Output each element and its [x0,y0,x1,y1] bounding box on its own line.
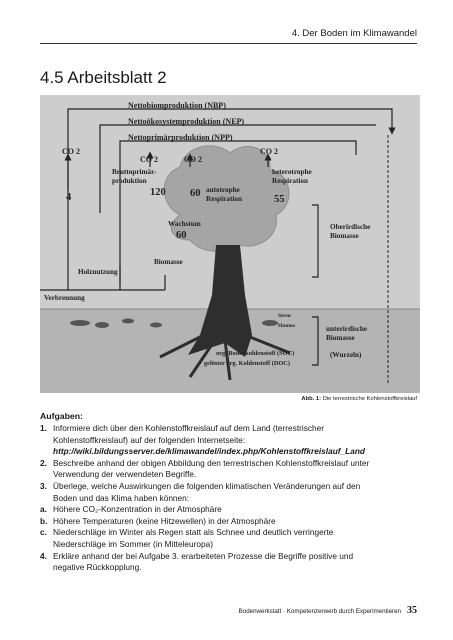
label-hetero-resp: heterotrophe Respiration [272,168,312,185]
carbon-cycle-figure: Nettobiomproduktion (NBP) Nettoökosystem… [40,95,420,393]
value-60b: 60 [176,230,187,241]
task-item: 1. Informiere dich über den Kohlenstoffk… [40,423,380,458]
label-npp: Nettoprimärproduktion (NPP) [128,133,233,142]
value-60a: 60 [190,188,201,199]
task-item: 4. Erkläre anhand der bei Aufgabe 3. era… [40,551,380,574]
tree-crown [163,145,290,252]
figure-caption: Abb. 1: Die terrestrische Kohlenstoffkre… [301,396,417,402]
label-auto-resp: autotrophe Respiration [206,186,242,203]
label-co2-right: CO 2 [260,147,278,156]
header-rule [40,43,417,44]
label-oberirdisch: Oberirdische Biomasse [330,223,371,240]
task-text: Niederschläge im Winter als Regen statt … [53,527,334,549]
task-marker: 1. [40,423,47,433]
task-marker: c. [40,527,47,538]
label-doc: gelöster org. Kohlenstoff (DOC) [204,360,290,367]
page-title: 4.5 Arbeitsblatt 2 [40,68,167,87]
caption-text: Die terrestrische Kohlenstoffkreislauf [322,396,417,402]
caption-label: Abb. 1: [301,396,322,402]
label-brutto: Bruttoprimär- produktion [112,168,157,185]
task-item: a. Höhere CO₂-Konzentration in der Atmos… [40,504,380,516]
page-number: 35 [407,605,417,616]
value-120: 120 [150,187,166,198]
label-soc: org. Bodenkohlenstoff (SOC) [216,350,295,357]
label-co2-left: CO 2 [62,147,80,156]
task-item: c. Niederschläge im Winter als Regen sta… [40,527,380,550]
chapter-title: 4. Der Boden im Klimawandel [291,28,417,39]
task-text: Höhere CO₂-Konzentration in der Atmosphä… [53,504,222,515]
task-text: Höhere Temperaturen (keine Hitzewellen) … [53,515,276,526]
task-marker: a. [40,504,47,515]
label-nep: Nettoökosystemproduktion (NEP) [128,117,245,126]
task-item: 3. Überlege, welche Auswirkungen die fol… [40,481,380,504]
tree-trunk [188,245,252,357]
carbon-cycle-diagram [40,108,420,393]
footer-text: Bodenwerkstatt · Kompetenzerwerb durch E… [238,608,401,615]
task-marker: 4. [40,550,47,561]
task-item: b. Höhere Temperaturen (keine Hitzewelle… [40,516,380,528]
page-header: 4. Der Boden im Klimawandel [40,28,417,44]
task-link[interactable]: http://wiki.bildungsserver.de/klimawande… [53,446,365,457]
page-footer: Bodenwerkstatt · Kompetenzerwerb durch E… [40,605,417,616]
task-text: Erkläre anhand der bei Aufgabe 3. erarbe… [53,550,354,573]
task-text: Beschreibe anhand der obigen Abbildung d… [53,457,370,480]
label-co2-b: CO 2 [184,155,202,164]
label-wachstum: Wachstum [168,220,201,228]
value-55: 55 [274,194,285,205]
task-marker: 3. [40,480,47,491]
label-streu: Streu [278,313,291,319]
label-verbrennung: Verbrennung [44,294,85,302]
task-item: 2. Beschreibe anhand der obigen Abbildun… [40,458,380,481]
label-nbp: Nettobiomproduktion (NBP) [128,101,226,110]
task-text: Überlege, welche Auswirkungen die folgen… [53,480,361,503]
label-unterirdisch: unterirdische Biomasse [326,325,368,342]
label-humus: Humus [278,323,296,329]
label-biomasse: Biomasse [154,258,183,266]
task-marker: b. [40,515,48,526]
label-holznutzung: Holznutzung [78,268,118,276]
label-wurzeln: (Wurzeln) [330,351,362,359]
task-text: Informiere dich über den Kohlenstoffkrei… [53,423,325,445]
tasks-heading: Aufgaben: [40,411,83,421]
task-list: 1. Informiere dich über den Kohlenstoffk… [40,423,380,574]
label-co2-a: CO 2 [140,155,158,164]
value-4: 4 [66,192,72,203]
task-marker: 2. [40,457,47,468]
